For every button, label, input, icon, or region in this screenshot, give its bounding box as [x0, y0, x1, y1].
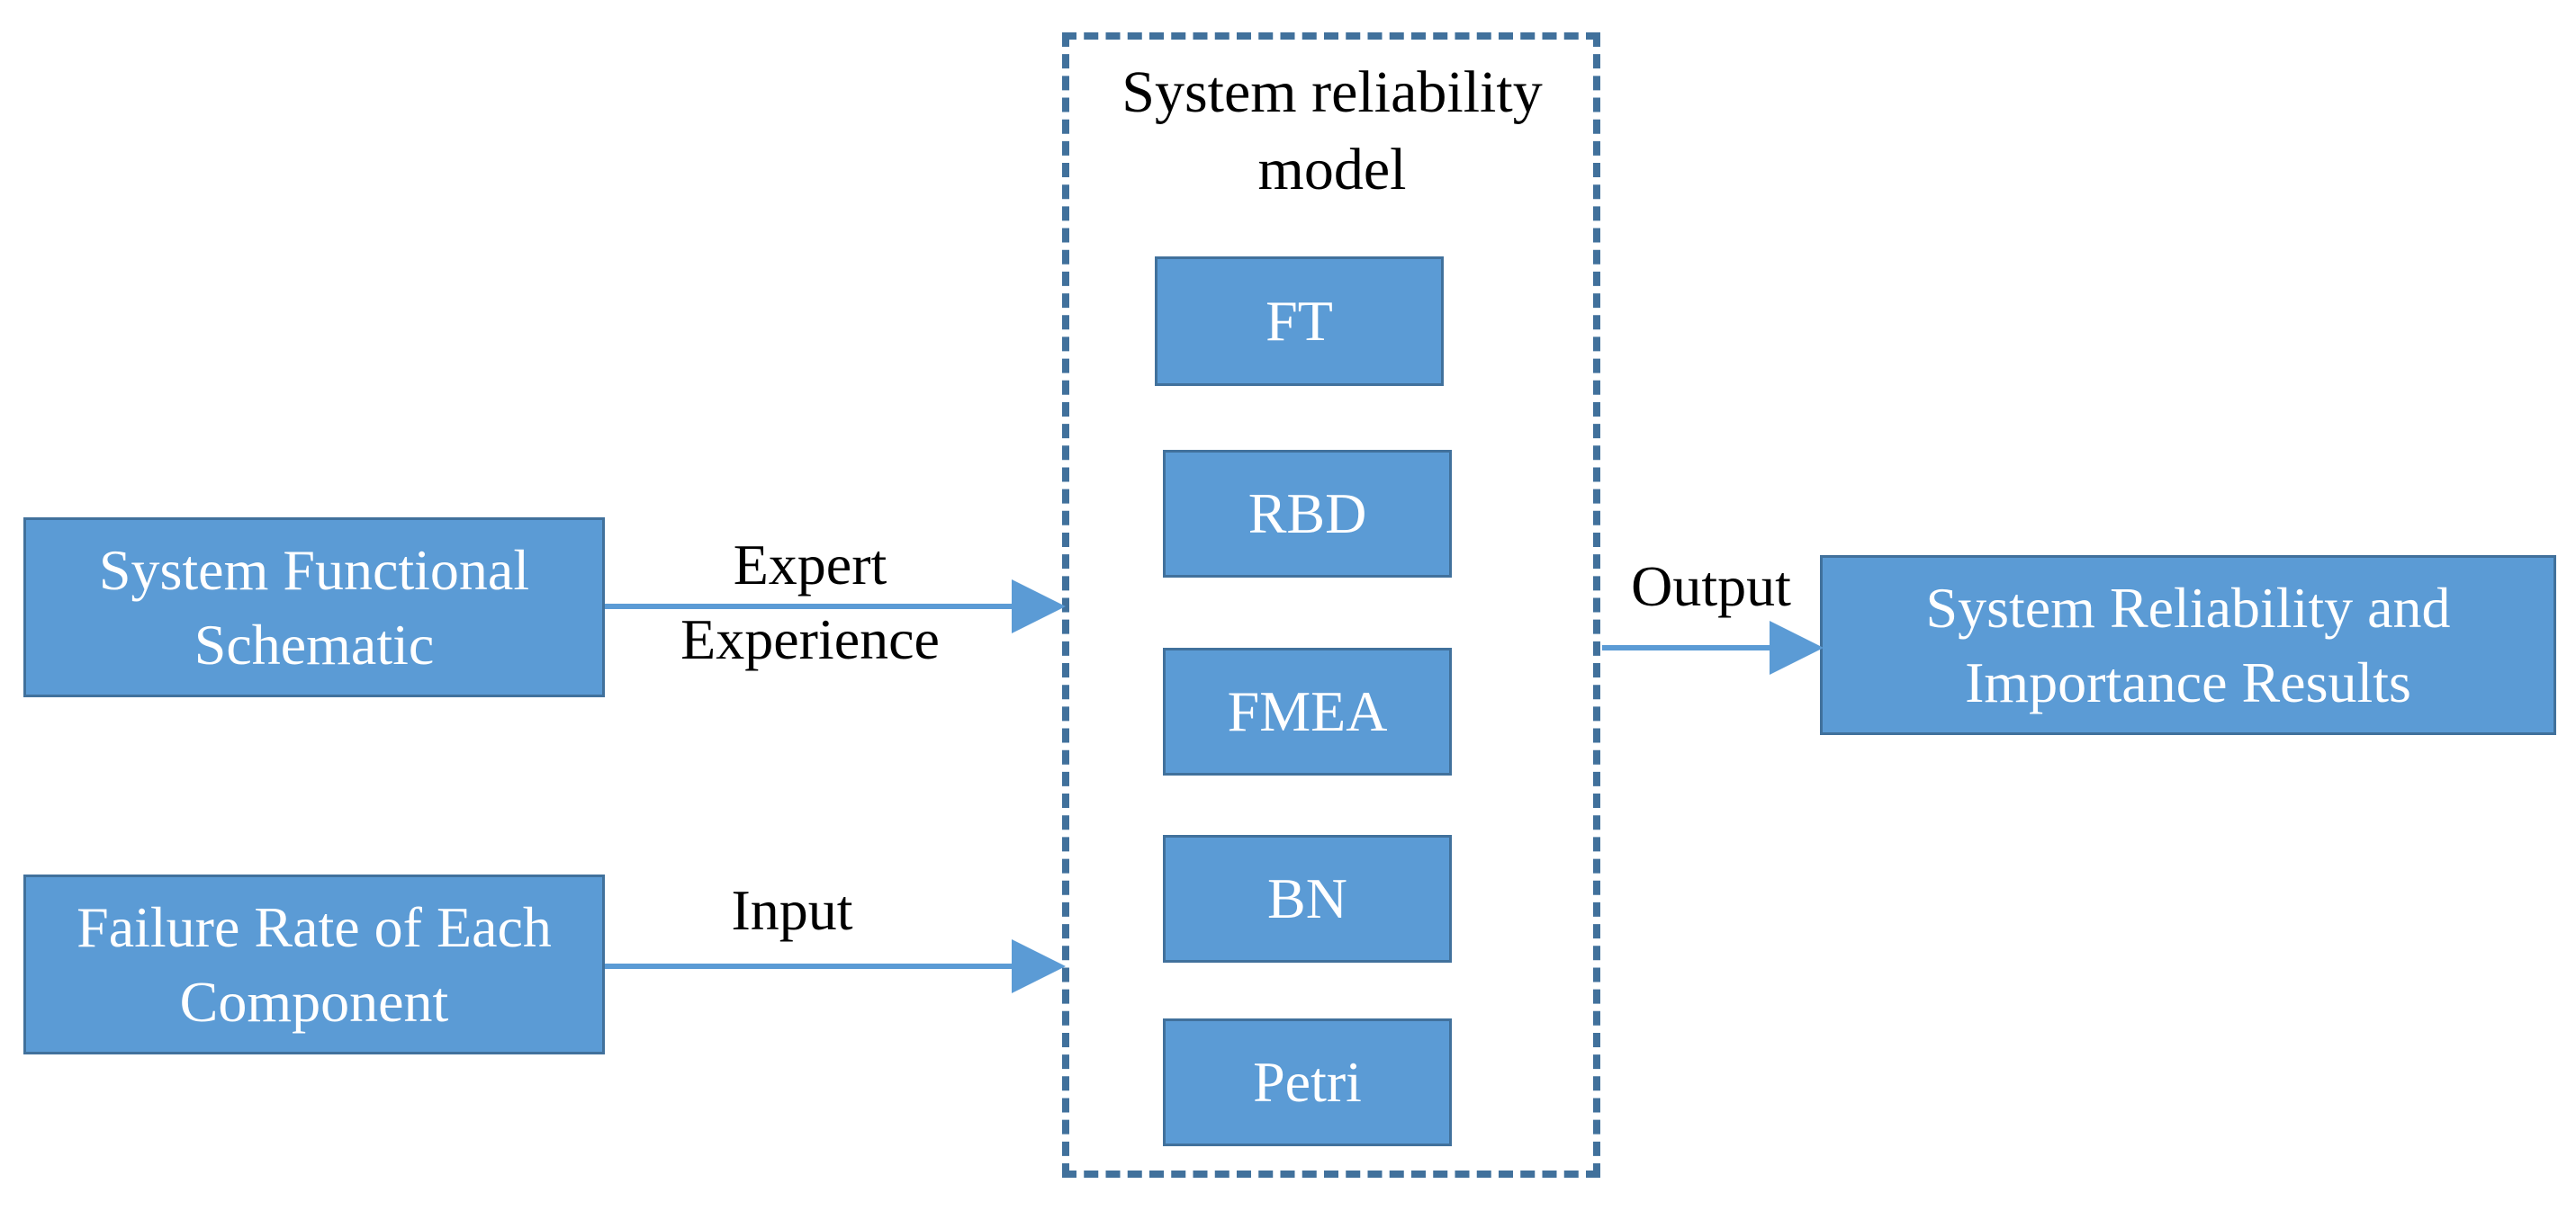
- method-ft: FT: [1155, 256, 1444, 386]
- result-box: System Reliability and Importance Result…: [1820, 555, 2556, 735]
- method-petri: Petri: [1163, 1018, 1452, 1146]
- method-bn: BN: [1163, 835, 1452, 963]
- expert-experience-label: Expert Experience: [680, 533, 940, 672]
- failure-rate-box: Failure Rate of Each Component: [23, 875, 605, 1054]
- method-fmea: FMEA: [1163, 648, 1452, 776]
- reliability-model-container: [1062, 32, 1600, 1178]
- output-label: Output: [1631, 554, 1791, 618]
- input-label: Input: [731, 878, 853, 942]
- method-rbd: RBD: [1163, 450, 1452, 578]
- schematic-box: System Functional Schematic: [23, 517, 605, 697]
- model-title: System reliability model: [1121, 59, 1543, 202]
